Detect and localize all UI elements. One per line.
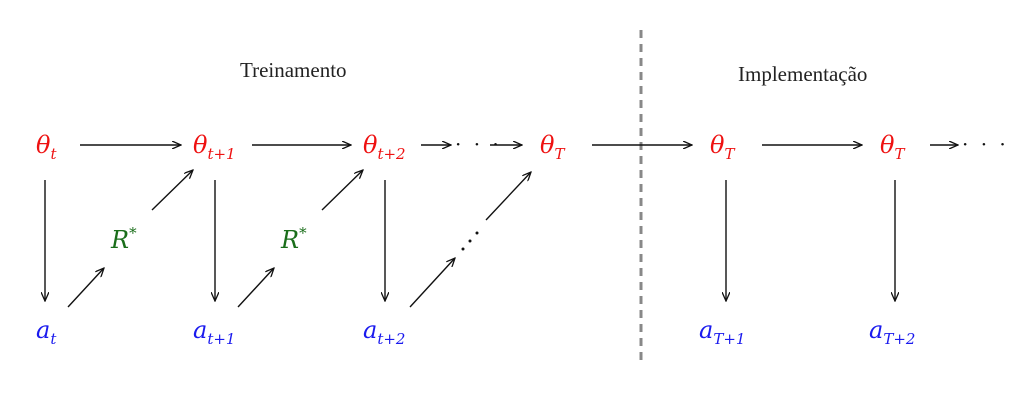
arrow-a-t-to-R1 xyxy=(67,268,104,308)
arrow-R1-to-theta-t1 xyxy=(151,170,193,211)
node-a-T1: aT+1 xyxy=(699,316,746,348)
node-reward-2: R* xyxy=(281,224,307,254)
node-theta-T-training: θT xyxy=(540,131,565,163)
node-theta-t2: θt+2 xyxy=(363,131,406,163)
node-reward-1: R* xyxy=(111,224,137,254)
arrow-a-t1-to-R2 xyxy=(237,268,274,308)
section-title-deployment: Implementação xyxy=(738,62,868,86)
ellipsis-deployment: · · · xyxy=(962,132,1009,156)
arrow-R2-to-theta-t2 xyxy=(321,170,363,211)
node-a-T2: aT+2 xyxy=(869,316,916,348)
arrow-a-t2-to-dots xyxy=(409,258,455,308)
node-a-t: at xyxy=(36,316,57,348)
arrow-dots-to-theta-T xyxy=(485,172,531,221)
node-theta-T-deployment-2: θT xyxy=(880,131,905,163)
node-a-t2: at+2 xyxy=(363,316,406,348)
diagonal-ellipsis-dot xyxy=(475,231,479,235)
node-a-t1: at+1 xyxy=(193,316,236,348)
diagonal-ellipsis-dot xyxy=(461,247,465,251)
section-title-training: Treinamento xyxy=(240,58,347,82)
node-theta-t: θt xyxy=(36,131,57,163)
ellipsis-training: · · · xyxy=(455,132,502,156)
diagonal-ellipsis-dot xyxy=(468,239,472,243)
node-theta-t1: θt+1 xyxy=(193,131,236,163)
node-theta-T-deployment-1: θT xyxy=(710,131,735,163)
